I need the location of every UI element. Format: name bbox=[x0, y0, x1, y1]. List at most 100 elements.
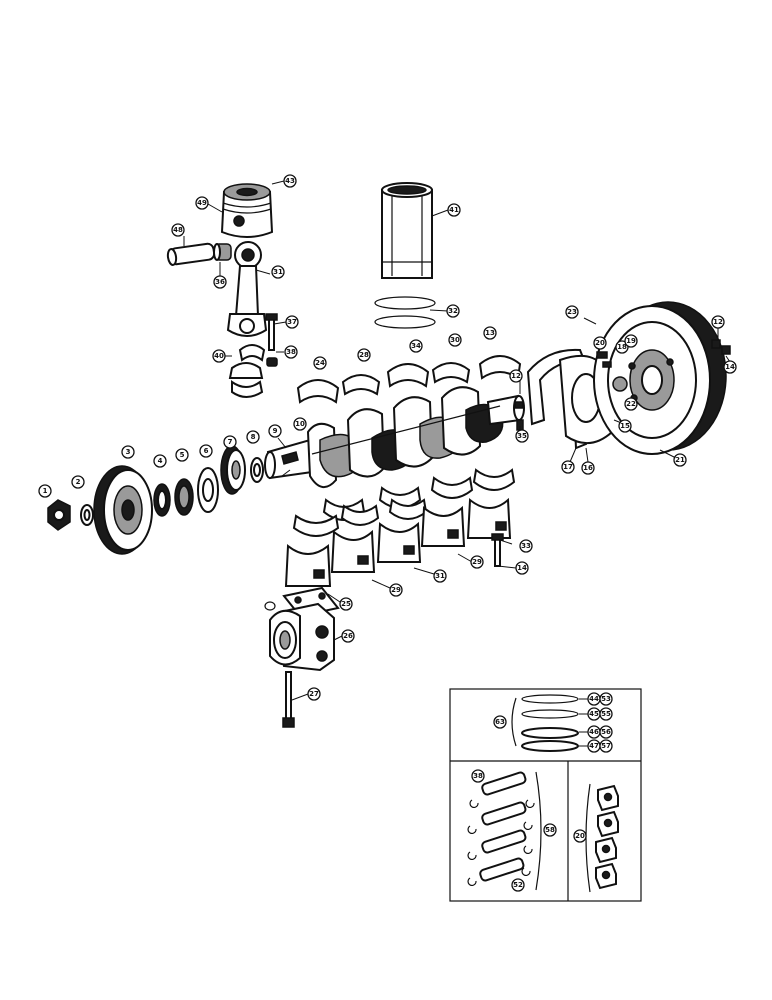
washer-icon bbox=[80, 504, 94, 526]
svg-text:3: 3 bbox=[126, 448, 131, 456]
piston-icon bbox=[220, 183, 274, 238]
inset-panel: 63 44 53 45 55 46 56 47 57 38 bbox=[449, 688, 642, 902]
callout-16: 16 bbox=[581, 461, 595, 475]
callout-33: 33 bbox=[519, 539, 533, 553]
svg-text:38: 38 bbox=[473, 772, 483, 780]
callout-3: 3 bbox=[121, 445, 135, 459]
svg-text:6: 6 bbox=[204, 447, 209, 455]
callout-48: 48 bbox=[171, 223, 185, 237]
callout-40: 40 bbox=[212, 349, 226, 363]
svg-text:25: 25 bbox=[341, 600, 351, 608]
callout-23: 23 bbox=[565, 305, 579, 319]
svg-text:46: 46 bbox=[589, 728, 599, 736]
inset-bearing-caps bbox=[585, 783, 619, 893]
callout-35: 35 bbox=[515, 429, 529, 443]
callout-31a: 31 bbox=[433, 569, 447, 583]
callout-28: 28 bbox=[357, 348, 371, 362]
svg-text:14: 14 bbox=[725, 363, 735, 371]
svg-text:58: 58 bbox=[545, 826, 555, 834]
svg-text:12: 12 bbox=[713, 318, 723, 326]
svg-text:18: 18 bbox=[617, 343, 627, 351]
svg-text:63: 63 bbox=[495, 718, 505, 726]
svg-text:17: 17 bbox=[563, 463, 573, 471]
svg-text:13: 13 bbox=[485, 329, 495, 337]
svg-text:28: 28 bbox=[359, 351, 369, 359]
callout-21: 21 bbox=[673, 453, 687, 467]
main-bearing-lower-icon bbox=[292, 468, 516, 537]
callout-34a: 34 bbox=[409, 339, 423, 353]
rod-cap-icon bbox=[228, 362, 264, 379]
liner-seal-ring-icon bbox=[374, 296, 436, 329]
callout-29a: 29 bbox=[389, 583, 403, 597]
svg-text:27: 27 bbox=[309, 690, 319, 698]
callout-26: 26 bbox=[341, 629, 355, 643]
oil-pump-icon bbox=[269, 602, 335, 672]
svg-text:32: 32 bbox=[448, 307, 458, 315]
callout-4: 4 bbox=[153, 454, 167, 468]
svg-text:29: 29 bbox=[472, 558, 482, 566]
callout-36: 36 bbox=[213, 275, 227, 289]
svg-text:53: 53 bbox=[601, 695, 611, 703]
callout-20: 20 bbox=[593, 336, 607, 350]
callout-25: 25 bbox=[339, 597, 353, 611]
callout-10: 10 bbox=[293, 417, 307, 431]
svg-text:37: 37 bbox=[287, 318, 297, 326]
callout-19: 19 bbox=[624, 334, 638, 348]
callout-18: 18 bbox=[615, 340, 629, 354]
piston-pin-icon bbox=[166, 242, 216, 266]
svg-text:24: 24 bbox=[315, 359, 325, 367]
callout-27: 27 bbox=[307, 687, 321, 701]
svg-text:57: 57 bbox=[601, 742, 611, 750]
svg-text:38: 38 bbox=[286, 348, 296, 356]
svg-text:20: 20 bbox=[595, 339, 605, 347]
svg-text:12: 12 bbox=[511, 372, 521, 380]
inset-ring-callouts: 63 44 53 45 55 46 56 47 57 bbox=[493, 692, 613, 753]
timing-gear-icon bbox=[220, 445, 246, 495]
rod-nut-icon bbox=[266, 357, 278, 367]
svg-text:31: 31 bbox=[435, 572, 445, 580]
spacer-ring-icon bbox=[250, 457, 264, 483]
svg-text:4: 4 bbox=[158, 457, 163, 465]
pin-bushing-icon bbox=[213, 243, 232, 261]
callout-49: 49 bbox=[195, 196, 209, 210]
rod-bearing-icon bbox=[231, 344, 266, 398]
callout-8: 8 bbox=[246, 430, 260, 444]
callout-7: 7 bbox=[223, 435, 237, 449]
callout-47: 47 bbox=[587, 739, 601, 753]
oil-pump-bolt-icon bbox=[282, 671, 295, 728]
bearing-race-icon bbox=[174, 478, 194, 516]
callout-13: 13 bbox=[483, 326, 497, 340]
svg-text:10: 10 bbox=[295, 420, 305, 428]
cylinder-liner-icon bbox=[381, 182, 433, 279]
svg-text:56: 56 bbox=[601, 728, 611, 736]
callout-44: 44 bbox=[587, 692, 601, 706]
svg-text:41: 41 bbox=[449, 206, 459, 214]
svg-text:8: 8 bbox=[251, 433, 256, 441]
svg-text:44: 44 bbox=[589, 695, 599, 703]
callout-38: 38 bbox=[284, 345, 298, 359]
woodruff-key-icon bbox=[281, 451, 299, 465]
callout-5: 5 bbox=[175, 448, 189, 462]
svg-text:31: 31 bbox=[273, 268, 283, 276]
flywheel-dowel-icon bbox=[596, 351, 612, 368]
callout-32: 32 bbox=[446, 304, 460, 318]
svg-text:5: 5 bbox=[180, 451, 185, 459]
inset-piston-rings bbox=[511, 694, 588, 752]
svg-text:30: 30 bbox=[450, 336, 460, 344]
cap-bolt-icon bbox=[491, 533, 504, 567]
callout-43: 43 bbox=[283, 174, 297, 188]
svg-text:15: 15 bbox=[620, 422, 630, 430]
callout-52: 52 bbox=[511, 878, 525, 892]
svg-text:19: 19 bbox=[626, 337, 636, 345]
svg-text:34: 34 bbox=[411, 342, 421, 350]
svg-text:1: 1 bbox=[43, 487, 48, 495]
callout-20-inset: 20 bbox=[573, 829, 587, 843]
callout-14a: 14 bbox=[723, 360, 737, 374]
callout-55: 55 bbox=[599, 707, 613, 721]
callout-57: 57 bbox=[599, 739, 613, 753]
svg-text:49: 49 bbox=[197, 199, 207, 207]
oil-seal-icon bbox=[153, 483, 171, 517]
flywheel-icon bbox=[593, 301, 727, 455]
callout-29b: 29 bbox=[470, 555, 484, 569]
